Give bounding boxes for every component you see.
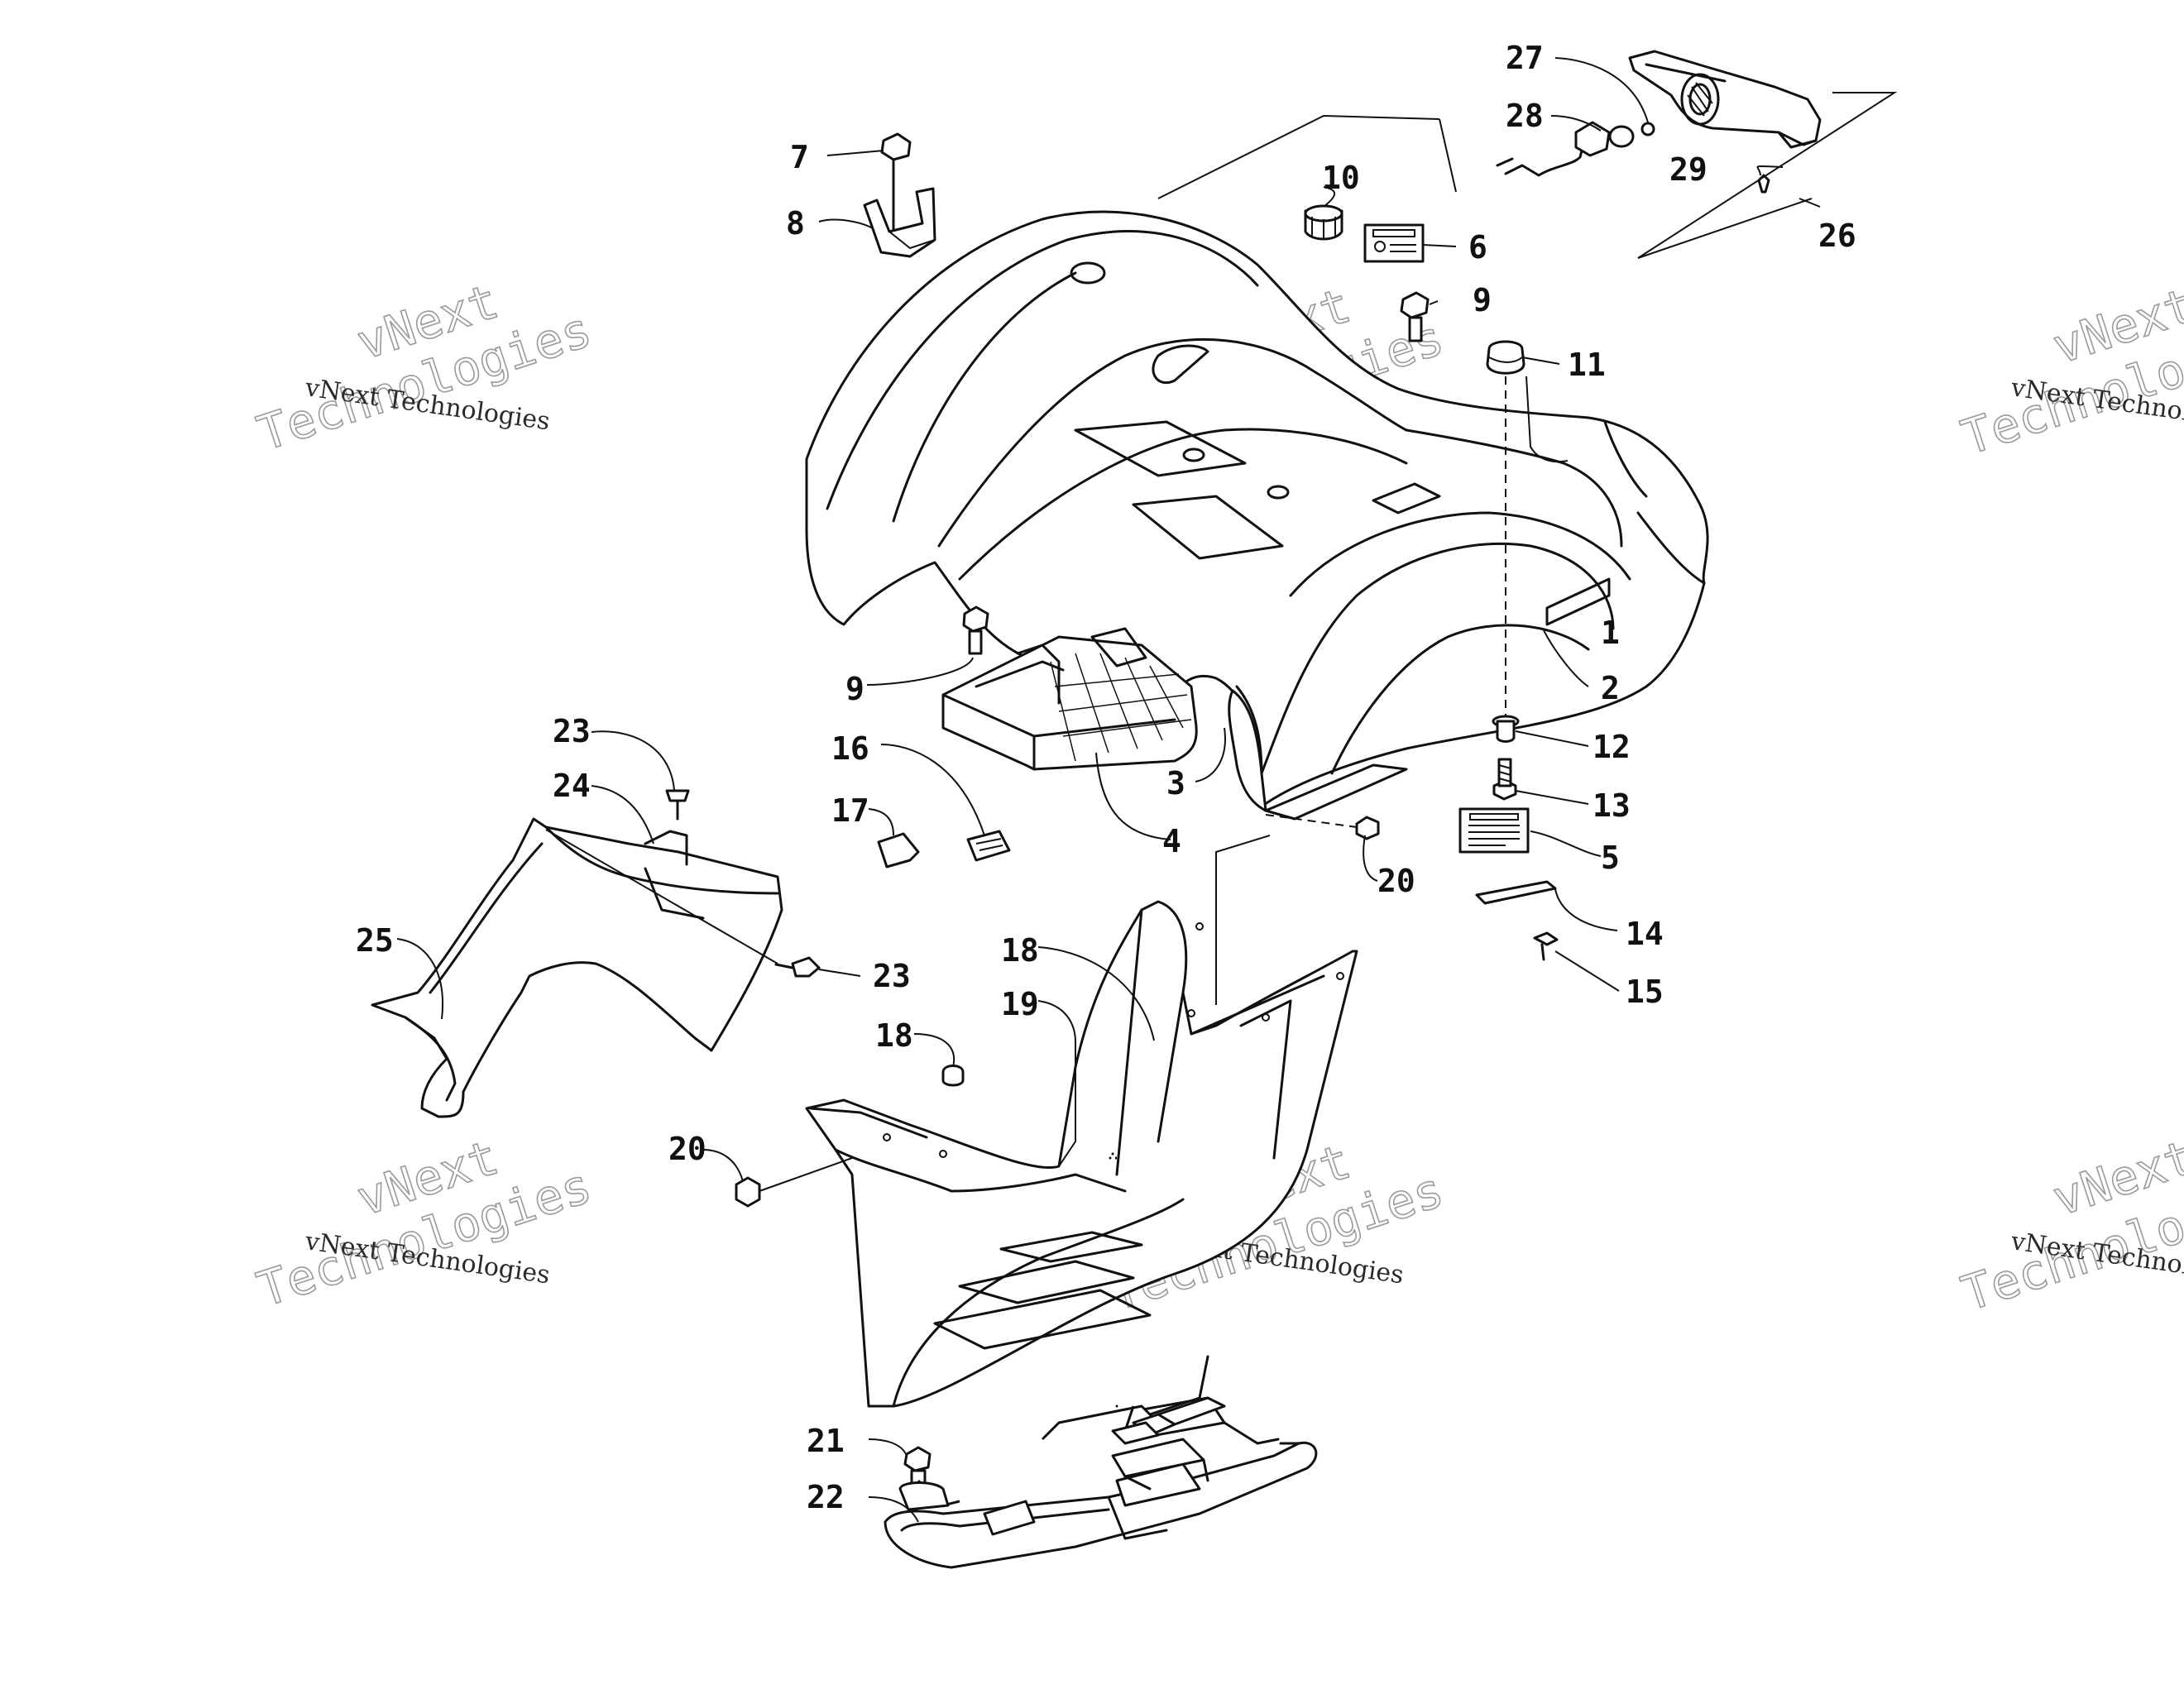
- callout-23-lower: 23: [873, 958, 911, 994]
- tail-light-bracket-line: [1157, 92, 1898, 259]
- tail-tray: [941, 627, 1198, 771]
- callout-6: 6: [1468, 229, 1487, 266]
- callout-23-upper: 23: [553, 713, 591, 749]
- callout-27: 27: [1506, 40, 1544, 76]
- rear-fender: [805, 210, 1709, 821]
- footwell-mount-line: [1215, 835, 1271, 1005]
- callout-labels: 1 2 3 4 5 6 7 8 9 9 10 11 12 13 14 15 16…: [356, 40, 1856, 1515]
- bolt-18-lower: [941, 1065, 965, 1087]
- watermark-bottom-right: vNext Technologies vNext Technologies: [1955, 1128, 2184, 1323]
- callout-29: 29: [1669, 151, 1707, 188]
- bolt-13: [1492, 758, 1517, 801]
- callout-9-lower: 9: [845, 671, 864, 707]
- fender-side-flap: [1228, 689, 1267, 812]
- bolt-7: [880, 132, 912, 240]
- callout-9-upper: 9: [1473, 282, 1492, 318]
- bolt-23-upper: [665, 789, 690, 821]
- tail-light-assembly: [1628, 50, 1822, 149]
- callout-24: 24: [553, 768, 591, 804]
- footwell: [805, 900, 1358, 1408]
- callout-5: 5: [1601, 840, 1620, 876]
- watermark-top-left: vNext Technologies vNext Technologies: [251, 272, 599, 462]
- callout-17: 17: [831, 792, 869, 829]
- callout-14: 14: [1626, 916, 1664, 952]
- rubber-bumper-11: [1486, 340, 1525, 375]
- spacer-12: [1492, 715, 1520, 743]
- callout-25: 25: [356, 922, 394, 959]
- watermark-bottom-left: vNext Technologies vNext Technologies: [251, 1128, 599, 1318]
- callout-1: 1: [1601, 615, 1620, 651]
- callout-18-right: 18: [1001, 932, 1039, 969]
- callout-12: 12: [1592, 729, 1631, 765]
- callout-8: 8: [786, 205, 805, 242]
- callout-3: 3: [1166, 765, 1185, 802]
- callout-13: 13: [1592, 787, 1631, 824]
- screw-15: [1533, 931, 1559, 961]
- footrest-bar: [884, 1152, 1318, 1569]
- assembly-line-20-fender: [1265, 814, 1358, 828]
- warning-label-6: [1363, 223, 1425, 263]
- callout-2: 2: [1601, 670, 1620, 706]
- callout-19: 19: [1001, 986, 1039, 1022]
- watermark-top-right: vNext Technologies vNext Technologies: [1955, 276, 2184, 467]
- callout-18-lower: 18: [875, 1017, 913, 1054]
- callout-11: 11: [1568, 347, 1606, 383]
- bolt-9-upper: [1400, 291, 1430, 342]
- bolt-9-lower: [962, 605, 989, 655]
- callout-21: 21: [807, 1423, 845, 1459]
- callout-7: 7: [790, 139, 809, 175]
- bolt-23-lower: [774, 956, 821, 978]
- nut-20-upper: [1355, 816, 1380, 840]
- callout-26: 26: [1818, 218, 1856, 254]
- fender-bracket-8: [863, 187, 936, 258]
- splash-guard: [371, 817, 783, 1118]
- reflector-strip-14: [1475, 880, 1557, 905]
- clip-17: [877, 832, 920, 869]
- callout-4: 4: [1162, 823, 1181, 859]
- clip-16: [966, 830, 1011, 862]
- callout-16: 16: [831, 730, 869, 767]
- callout-10: 10: [1322, 160, 1360, 196]
- callout-22: 22: [807, 1479, 845, 1515]
- warning-label-5: [1458, 807, 1530, 854]
- callout-20-upper: 20: [1377, 863, 1415, 899]
- leader-lines: [396, 57, 1821, 1523]
- nut-20-lower: [735, 1176, 761, 1208]
- grommet-10: [1304, 204, 1343, 241]
- tail-light-screw: [1757, 174, 1770, 194]
- callout-20-lower: 20: [668, 1131, 706, 1167]
- callout-28: 28: [1506, 98, 1544, 134]
- callout-15: 15: [1626, 974, 1664, 1010]
